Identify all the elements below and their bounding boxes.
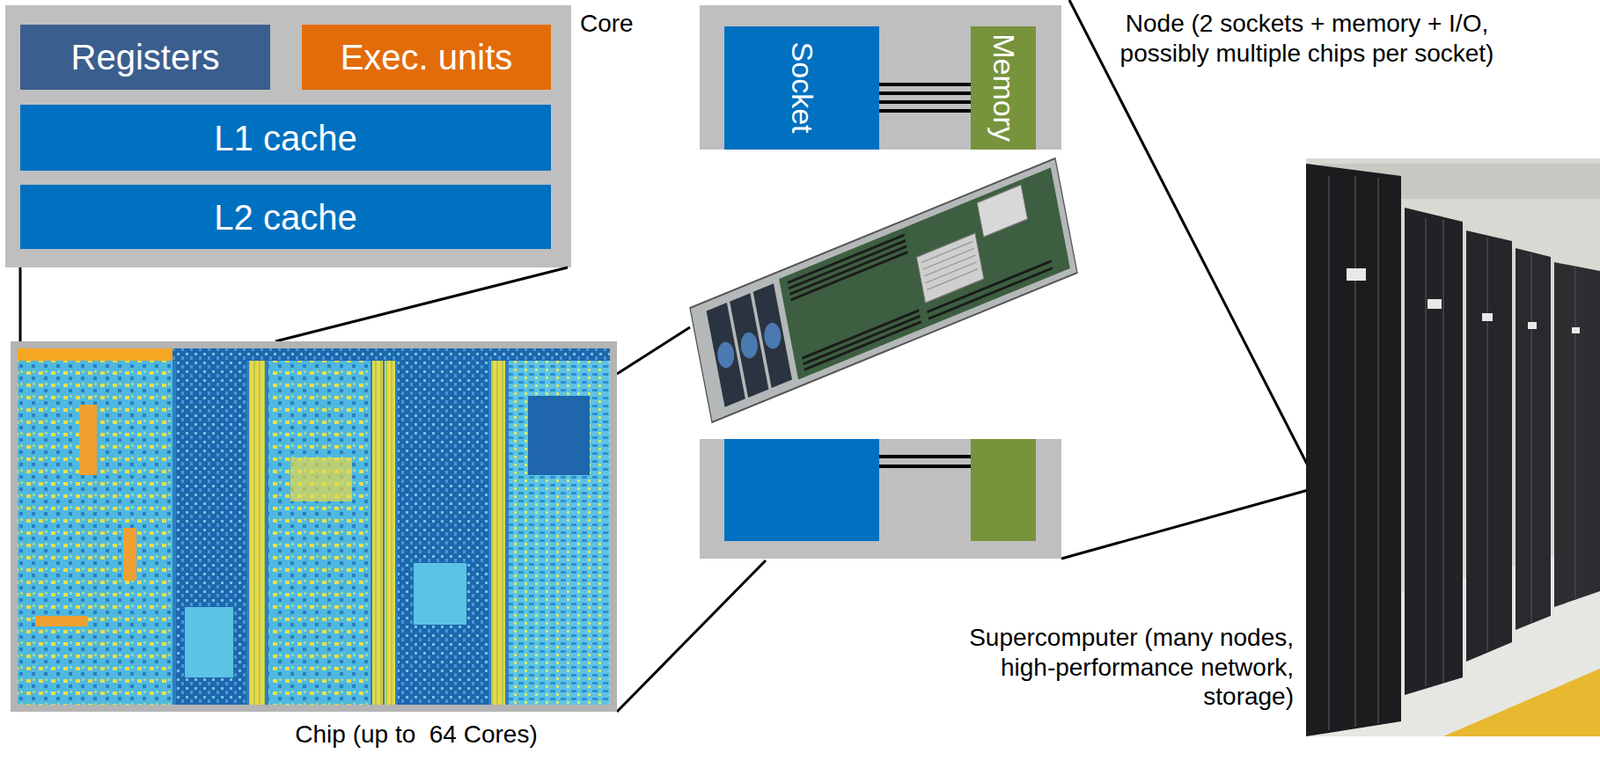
- node-panel: [699, 439, 1062, 559]
- core-panel: [5, 5, 572, 268]
- memory-block: [970, 439, 1036, 542]
- chip-die: [10, 341, 617, 712]
- box-text: Exec. units: [340, 36, 514, 78]
- memory-bus: [879, 84, 971, 111]
- register-box: Registers: [20, 24, 271, 90]
- supercomputer-racks: [1306, 158, 1600, 737]
- socket-box: Socket: [724, 26, 880, 150]
- server-board: [689, 158, 1078, 423]
- core-label: Core: [579, 8, 721, 39]
- box-text: L1 cache: [213, 117, 357, 159]
- box-text: Socket: [784, 42, 819, 134]
- supercomputer-label: Supercomputer (many nodes, high-performa…: [915, 623, 1294, 712]
- box-text: Registers: [71, 36, 221, 78]
- execution-unit-box: Exec. units: [301, 24, 551, 90]
- cache-box: L2 cache: [20, 184, 551, 250]
- cache-box: L1 cache: [20, 104, 551, 171]
- node-panel: [699, 5, 1062, 150]
- box-text: L2 cache: [213, 197, 357, 238]
- socket-block: [724, 439, 880, 542]
- box-text: Memory: [985, 34, 1021, 143]
- chip-label: Chip (up to 64 Cores): [240, 719, 593, 750]
- memory-box: Memory: [970, 26, 1036, 150]
- memory-bus: [879, 456, 971, 467]
- leader-lines: [20, 0, 1331, 712]
- node-label: Node (2 sockets + memory + I/O, possibly…: [1100, 8, 1514, 68]
